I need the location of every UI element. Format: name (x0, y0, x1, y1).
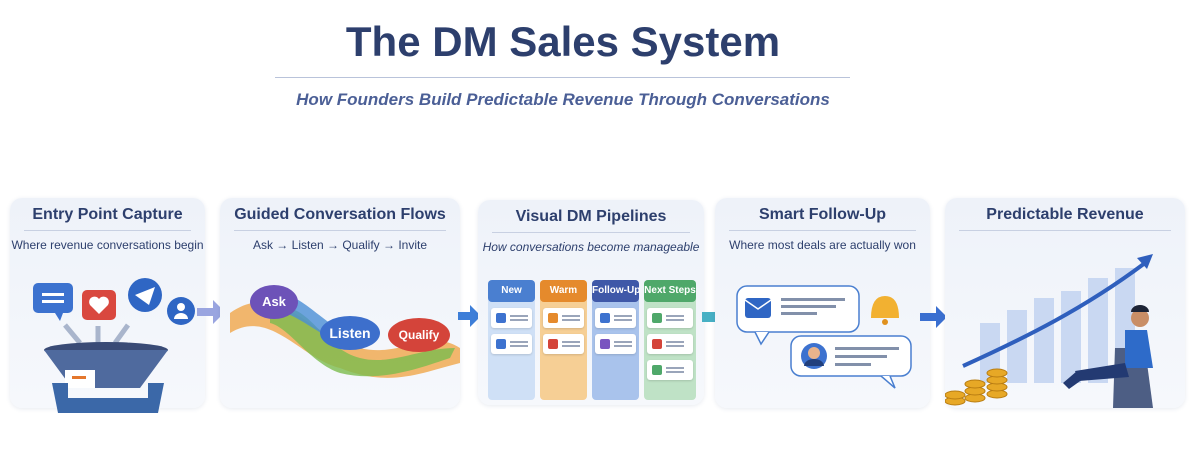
pipeline-card[interactable] (543, 334, 584, 354)
pipeline-column-warm: Warm (540, 280, 587, 400)
user-icon (167, 297, 195, 325)
divider (959, 230, 1171, 231)
pipeline-column-new: New (488, 280, 535, 400)
step-title: Smart Follow-Up (758, 206, 887, 223)
step-title: Visual DM Pipelines (515, 208, 667, 225)
pipeline-card[interactable] (647, 334, 693, 354)
arrow-right-icon (458, 305, 481, 327)
send-icon (128, 278, 162, 312)
column-header: New (488, 280, 535, 302)
step-subtitle: Where revenue conversations begin (11, 238, 204, 252)
person-relaxing-icon (1063, 305, 1153, 408)
step-title: Guided Conversation Flows (234, 206, 446, 223)
funnel-icon (44, 342, 168, 388)
pipeline-card[interactable] (647, 308, 693, 328)
follow-up-illustration (736, 285, 912, 389)
heart-icon (82, 290, 116, 320)
step-predictable-revenue: Predictable Revenue (945, 198, 1185, 408)
email-icon (744, 298, 772, 318)
divider (729, 230, 916, 231)
step-subtitle: Ask → Listen → Qualify → Invite (252, 238, 428, 252)
arrow-right-icon (920, 306, 947, 328)
step-title: Predictable Revenue (986, 206, 1144, 223)
chat-bubble-icon (33, 283, 73, 321)
step-title: Entry Point Capture (32, 206, 183, 223)
step-entry-point-capture: Entry Point Capture Where revenue conver… (10, 198, 205, 413)
pipeline-card[interactable] (491, 334, 532, 354)
title-divider (275, 77, 850, 78)
bell-icon (871, 296, 899, 325)
pipeline-column-next-steps: Next Steps (644, 280, 696, 400)
divider (24, 230, 191, 231)
page-subtitle: How Founders Build Predictable Revenue T… (296, 90, 830, 109)
flow-bubble-listen: Listen (320, 316, 380, 350)
pipeline-card[interactable] (647, 360, 693, 380)
pipeline-column-follow-up: Follow-Up (592, 280, 640, 400)
step-visual-dm-pipelines: Visual DM Pipelines How conversations be… (478, 200, 704, 405)
column-header: Next Steps (644, 280, 696, 302)
revenue-illustration (945, 254, 1153, 408)
divider (234, 230, 446, 231)
pipeline-card[interactable] (595, 334, 636, 354)
flow-bubble-qualify: Qualify (388, 318, 450, 352)
flow-bubble-ask: Ask (250, 285, 298, 319)
page-title: The DM Sales System (345, 18, 781, 65)
step-guided-conversation-flows: Guided Conversation Flows Ask → Listen →… (220, 198, 460, 408)
entry-illustration (33, 278, 195, 413)
column-header: Warm (540, 280, 587, 302)
inbox-tray-icon (52, 370, 164, 413)
step-smart-follow-up: Smart Follow-Up Where most deals are act… (715, 198, 930, 408)
message-bubble (736, 285, 860, 346)
pipeline-card[interactable] (491, 308, 532, 328)
pipeline-card[interactable] (595, 308, 636, 328)
pipeline-card[interactable] (543, 308, 584, 328)
arrow-right-icon (197, 300, 225, 324)
step-subtitle: How conversations become manageable (482, 240, 700, 254)
step-subtitle: Where most deals are actually won (729, 238, 916, 252)
coins-icon (945, 368, 1008, 406)
divider (492, 232, 690, 233)
avatar-icon (801, 343, 827, 369)
column-header: Follow-Up (592, 280, 640, 302)
